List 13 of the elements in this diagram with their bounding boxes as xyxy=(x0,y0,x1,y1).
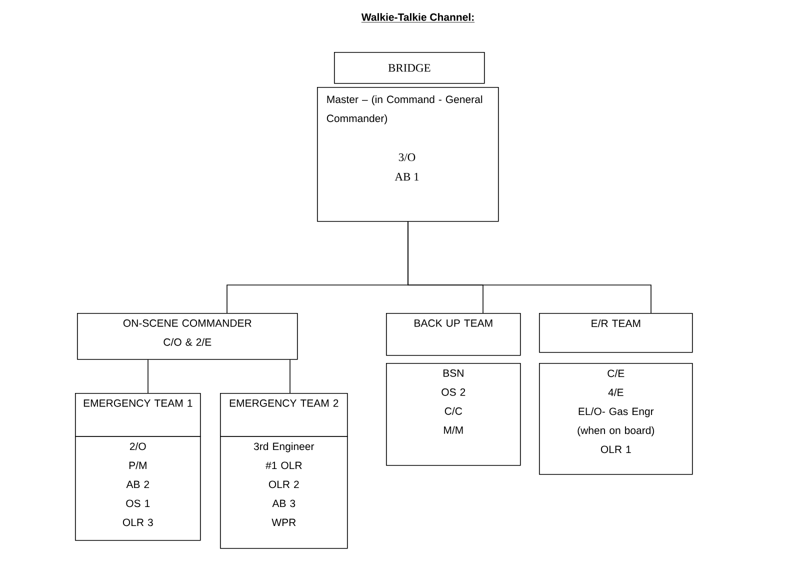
commander-box: Master – (in Command - General Commander) 3/O AB 1 xyxy=(317,87,499,222)
team-box: EMERGENCY TEAM 2 xyxy=(220,393,348,437)
team-box: BACK UP TEAM xyxy=(386,313,521,356)
member-list-box: BSN OS 2 C/C M/M xyxy=(386,363,521,466)
bridge-box: BRIDGE xyxy=(334,52,485,84)
member-list-box: 3rd Engineer #1 OLR OLR 2 AB 3 WPR xyxy=(220,436,348,549)
member-list-box: 2/O P/M AB 2 OS 1 OLR 3 xyxy=(75,436,201,541)
connector-line xyxy=(408,221,652,314)
title: Walkie-Talkie Channel: xyxy=(361,13,475,22)
team-box: E/R TEAM xyxy=(539,313,693,353)
team-box: EMERGENCY TEAM 1 xyxy=(75,393,201,437)
role-box: ON-SCENE COMMANDER C/O & 2/E xyxy=(77,313,298,360)
member-list-box: C/E 4/E EL/O- Gas Engr (when on board) OLR 1 xyxy=(539,363,693,475)
